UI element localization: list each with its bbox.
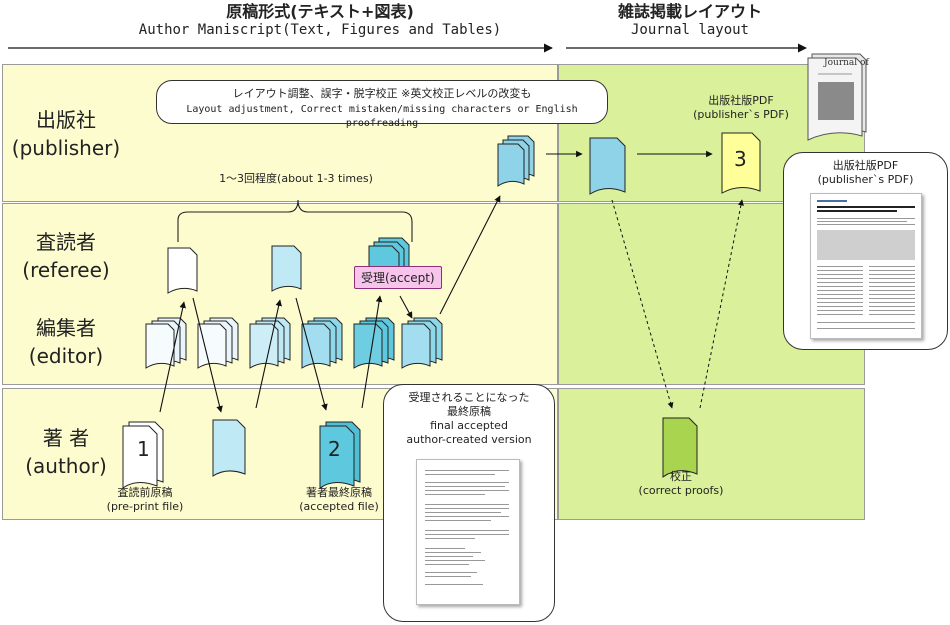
journal-layout-title-jp: 雑誌掲載レイアウト [617,2,762,21]
publisher-pdf-callout-jp: 出版社版PDF [832,159,899,172]
proofs-caption-jp: 校正 [670,470,692,483]
role-publisher-en: (publisher) [11,136,121,160]
preprint-number: 1 [137,437,150,461]
accepted-caption: 著者最終原稿 (accepted file) [284,486,394,514]
publisher-pdf-number: 3 [734,147,747,171]
role-author-en: (author) [25,454,107,478]
role-referee-en: (referee) [22,258,110,282]
editor-stack-5 [353,317,395,369]
role-editor-en: (editor) [28,344,104,368]
role-author: 著 者 (author) [6,424,126,480]
manuscript-format-title-en: Author Maniscript(Text, Figures and Tabl… [138,22,502,38]
accepted-caption-jp: 著者最終原稿 [306,486,372,499]
editor-stack-6 [401,317,443,369]
proofs-doc [662,417,698,478]
final-version-jp1: 受理されることになった [408,391,530,404]
journal-cover-title: Journal of [824,58,869,68]
journal-layout-title-en: Journal layout [630,22,749,38]
final-version-jp2: 最終原稿 [447,405,491,418]
publisher-task-jp: レイアウト調整、誤字・脱字校正 ※英文校正レベルの改変も [232,87,532,100]
manuscript-format-title-jp: 原稿形式(テキスト+図表) [226,2,414,21]
publisher-layout-doc [589,137,626,195]
publisher-pdf-callout: 出版社版PDF (publisher`s PDF) [783,152,948,350]
arrow-accept-to-editor [399,295,413,319]
manuscript-format-header: 原稿形式(テキスト+図表) Author Maniscript(Text, Fi… [100,2,540,40]
accepted-number: 2 [328,437,341,461]
publisher-stack [497,135,535,187]
publisher-pdf-callout-en: (publisher`s PDF) [817,173,914,186]
journal-layout-header: 雑誌掲載レイアウト Journal layout [580,2,800,40]
publisher-pdf-doc [721,132,761,194]
final-version-callout: 受理されることになった 最終原稿 final accepted author-c… [383,384,555,622]
accept-badge: 受理(accept) [354,266,442,289]
editor-stack-4 [301,317,343,369]
arrow-editor-to-publisher [439,195,501,315]
journal-cover-icon [807,53,867,141]
role-author-jp: 著 者 [42,426,90,450]
author-revision-doc [212,419,246,477]
editor-stack-2 [197,317,239,369]
publisher-pdf-thumbnail [810,193,922,339]
author-band-right [558,388,865,520]
proofs-caption: 校正 (correct proofs) [626,470,736,498]
preprint-caption: 査読前原稿 (pre-print file) [90,486,200,514]
review-rounds-label: 1〜3回程度(about 1-3 times) [219,172,373,185]
review-rounds-brace [177,199,413,242]
referee-doc-1 [167,247,198,294]
preprint-caption-en: (pre-print file) [106,500,184,513]
proofs-caption-en: (correct proofs) [638,484,724,497]
arrow-proofs-to-pdf [699,199,744,409]
arrow-referee-to-accepted [295,297,328,411]
accepted-caption-en: (accepted file) [299,500,379,513]
final-version-en1: final accepted [430,419,508,432]
arrow-accepted-to-accept [361,295,383,409]
accepted-manuscript-thumbnail [416,459,520,605]
arrow-layout-to-proofs [611,199,674,409]
publisher-pdf-caption-jp: 出版社版PDF [708,94,774,107]
arrow-preprint-to-referee [159,301,186,413]
role-publisher-jp: 出版社 [36,108,96,132]
publisher-task-callout: レイアウト調整、誤字・脱字校正 ※英文校正レベルの改変も Layout adju… [156,80,608,129]
arrow-revision-to-referee [255,299,282,409]
role-editor-jp: 編集者 [36,316,96,340]
final-version-en2: author-created version [406,433,532,446]
arrow-referee-to-revision [192,297,223,413]
editor-stack-1 [145,317,187,369]
role-editor: 編集者 (editor) [6,314,126,370]
preprint-caption-jp: 査読前原稿 [117,486,173,499]
preprint-doc-icon [122,421,164,489]
referee-doc-2 [271,245,302,292]
publisher-pdf-caption-en: (publisher`s PDF) [693,108,789,121]
accepted-doc-icon [319,421,361,489]
publisher-pdf-caption: 出版社版PDF (publisher`s PDF) [686,94,796,122]
role-referee-jp: 査読者 [36,230,96,254]
role-referee: 査読者 (referee) [6,228,126,284]
publisher-task-en: Layout adjustment, Correct mistaken/miss… [186,104,578,129]
role-publisher: 出版社 (publisher) [6,106,126,162]
